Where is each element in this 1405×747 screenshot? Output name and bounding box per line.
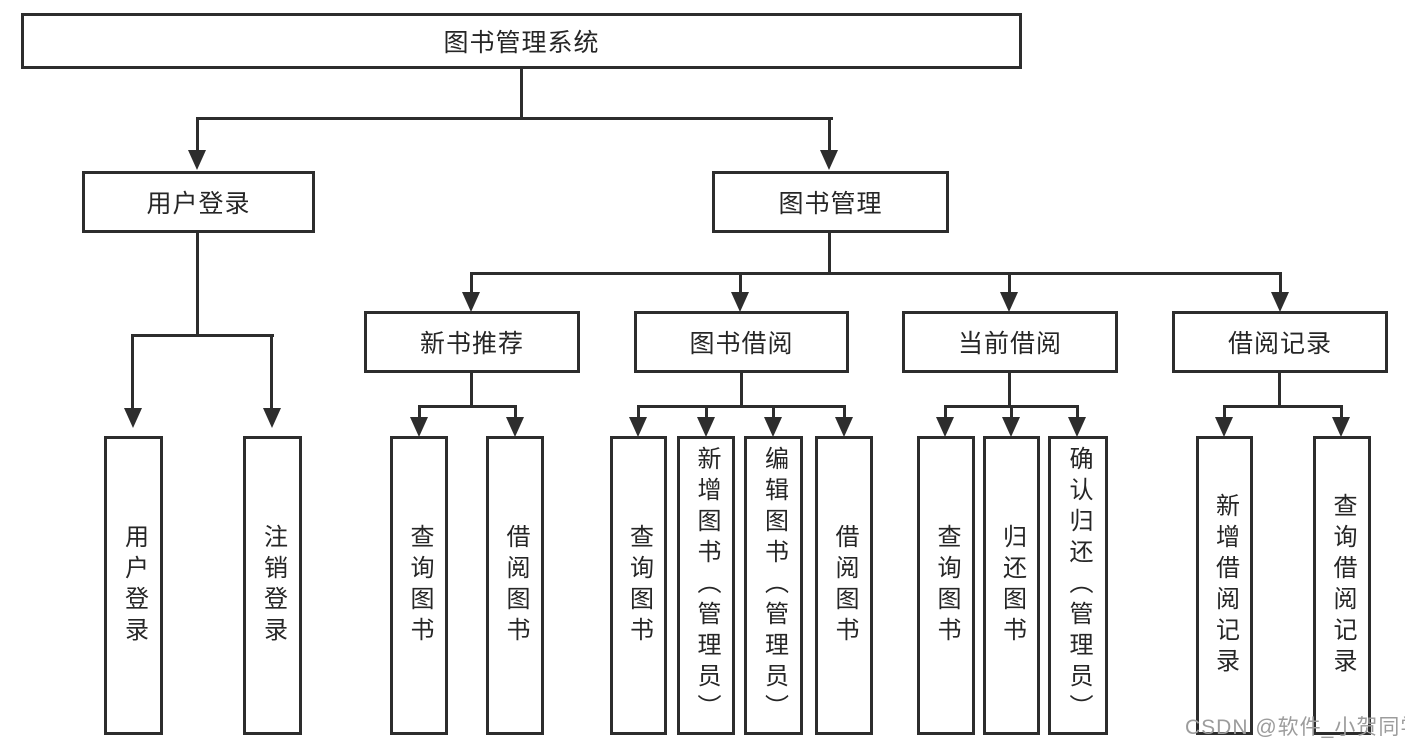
connector-stem-leaf <box>772 405 775 419</box>
node-borrowing-records-label: 借阅记录 <box>1227 330 1332 358</box>
arrowhead-down-icon <box>1068 417 1086 437</box>
arrowhead-down-icon <box>1002 417 1020 437</box>
arrowhead-down-icon <box>835 417 853 437</box>
leaf-add-borrow-record: 新增借阅记录 <box>1196 436 1253 735</box>
arrowhead-down-icon <box>629 417 647 437</box>
node-current-borrowing-label: 当前借阅 <box>957 330 1062 358</box>
leaf-edit-book-admin: 编辑图书（管理员） <box>744 436 803 735</box>
connector-root-bar <box>196 117 833 120</box>
arrowhead-down-icon <box>731 292 749 312</box>
leaf-query-borrow-record-label: 查询借阅记录 <box>1329 492 1356 679</box>
connector-stem-section <box>739 272 742 294</box>
csdn-watermark: CSDN @软件_小贺同学 <box>1185 716 1405 739</box>
leaf-user-login: 用户登录 <box>104 436 163 735</box>
arrowhead-down-icon <box>764 417 782 437</box>
node-book-management: 图书管理 <box>712 171 949 233</box>
connector-stem-user-login <box>196 117 199 152</box>
connector-stem-leaf <box>1076 405 1079 419</box>
arrowhead-down-icon <box>697 417 715 437</box>
arrowhead-down-icon <box>936 417 954 437</box>
node-root: 图书管理系统 <box>21 13 1022 69</box>
node-book-management-label: 图书管理 <box>778 190 883 218</box>
connector-stem-leaf <box>418 405 421 419</box>
leaf-confirm-return-admin: 确认归还（管理员） <box>1048 436 1108 735</box>
leaf-user-login-label: 用户登录 <box>120 523 148 648</box>
connector-user-login-bar <box>131 334 274 337</box>
connector-section-trunk <box>740 373 743 407</box>
connector-stem-leaf <box>637 405 640 419</box>
leaf-query-books-current: 查询图书 <box>917 436 975 735</box>
leaf-edit-book-admin-label: 编辑图书（管理员） <box>760 446 788 725</box>
connector-section-bar <box>418 405 517 408</box>
connector-section-trunk <box>1008 373 1011 407</box>
leaf-add-borrow-record-label: 新增借阅记录 <box>1211 492 1239 679</box>
connector-section-trunk <box>470 373 473 407</box>
connector-stem-leaf <box>944 405 947 419</box>
node-current-borrowing: 当前借阅 <box>902 311 1118 373</box>
connector-root-trunk <box>520 69 523 117</box>
leaf-query-books-current-label: 查询图书 <box>933 523 960 648</box>
node-new-book-recommendation: 新书推荐 <box>364 311 580 373</box>
arrowhead-down-icon <box>188 150 206 170</box>
leaf-add-book-admin: 新增图书（管理员） <box>677 436 735 735</box>
node-new-book-recommendation-label: 新书推荐 <box>419 330 524 358</box>
leaf-query-borrow-record: 查询借阅记录 <box>1313 436 1371 735</box>
arrowhead-down-icon <box>1215 417 1233 437</box>
leaf-borrow-books-borrowing-label: 借阅图书 <box>831 523 858 648</box>
connector-stem-leaf <box>270 334 273 410</box>
connector-book-management-bar <box>470 272 1282 275</box>
connector-stem-leaf <box>843 405 846 419</box>
node-user-login-branch: 用户登录 <box>82 171 315 233</box>
connector-section-bar <box>1223 405 1343 408</box>
connector-user-login-trunk <box>196 233 199 336</box>
arrowhead-down-icon <box>1000 292 1018 312</box>
leaf-query-books-borrowing-label: 查询图书 <box>625 523 653 648</box>
connector-section-trunk <box>1278 373 1281 407</box>
node-book-borrowing-label: 图书借阅 <box>689 330 794 358</box>
connector-stem-leaf <box>1223 405 1226 419</box>
connector-stem-leaf <box>1340 405 1343 419</box>
connector-stem-leaf <box>131 334 134 410</box>
arrowhead-down-icon <box>124 408 142 428</box>
arrowhead-down-icon <box>1332 417 1350 437</box>
leaf-return-book-label: 归还图书 <box>998 523 1026 648</box>
connector-book-management-trunk <box>828 233 831 274</box>
leaf-logout: 注销登录 <box>243 436 302 735</box>
leaf-query-books-recommend: 查询图书 <box>390 436 448 735</box>
connector-stem-book-management <box>828 117 831 152</box>
leaf-borrow-books-recommend: 借阅图书 <box>486 436 544 735</box>
leaf-borrow-books-borrowing: 借阅图书 <box>815 436 873 735</box>
leaf-query-books-recommend-label: 查询图书 <box>406 523 433 648</box>
connector-stem-section <box>470 272 473 294</box>
arrowhead-down-icon <box>462 292 480 312</box>
arrowhead-down-icon <box>506 417 524 437</box>
connector-stem-leaf <box>705 405 708 419</box>
connector-stem-leaf <box>514 405 517 419</box>
leaf-query-books-borrowing: 查询图书 <box>610 436 667 735</box>
arrowhead-down-icon <box>820 150 838 170</box>
arrowhead-down-icon <box>410 417 428 437</box>
arrowhead-down-icon <box>1271 292 1289 312</box>
connector-stem-leaf <box>1010 405 1013 419</box>
node-borrowing-records: 借阅记录 <box>1172 311 1388 373</box>
leaf-logout-label: 注销登录 <box>259 523 287 648</box>
connector-stem-section <box>1008 272 1011 294</box>
arrowhead-down-icon <box>263 408 281 428</box>
leaf-borrow-books-recommend-label: 借阅图书 <box>502 523 529 648</box>
connector-section-bar <box>637 405 846 408</box>
leaf-return-book: 归还图书 <box>983 436 1040 735</box>
leaf-add-book-admin-label: 新增图书（管理员） <box>693 446 720 725</box>
connector-stem-section <box>1279 272 1282 294</box>
node-book-borrowing: 图书借阅 <box>634 311 849 373</box>
node-user-login-label: 用户登录 <box>146 190 251 218</box>
node-root-label: 图书管理系统 <box>443 29 600 57</box>
leaf-confirm-return-admin-label: 确认归还（管理员） <box>1065 446 1092 725</box>
